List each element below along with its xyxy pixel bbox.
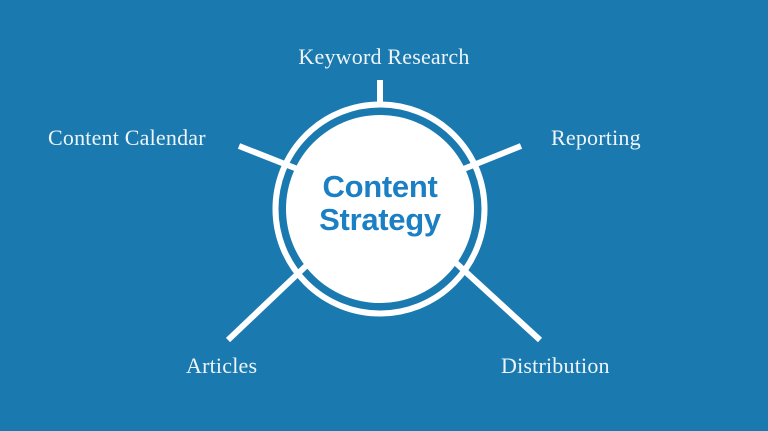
node-label-keyword-research: Keyword Research	[298, 44, 470, 69]
node-label-content-calendar: Content Calendar	[48, 125, 206, 150]
spoke-lines	[225, 80, 543, 343]
hub-inner-disc	[286, 115, 474, 303]
node-label-articles: Articles	[186, 353, 258, 378]
hub-outer-ring	[272, 101, 488, 317]
spoke-articles	[225, 262, 310, 343]
spoke-reporting	[454, 143, 523, 175]
node-label-distribution: Distribution	[501, 353, 610, 378]
hub-center-line-2: Strategy	[319, 202, 441, 238]
node-label-reporting: Reporting	[551, 125, 641, 150]
hub-center-line-1: Content	[322, 169, 438, 204]
spoke-content-calendar	[237, 143, 307, 175]
hub-center-text: Content Strategy	[285, 170, 475, 237]
spoke-distribution	[453, 260, 543, 343]
